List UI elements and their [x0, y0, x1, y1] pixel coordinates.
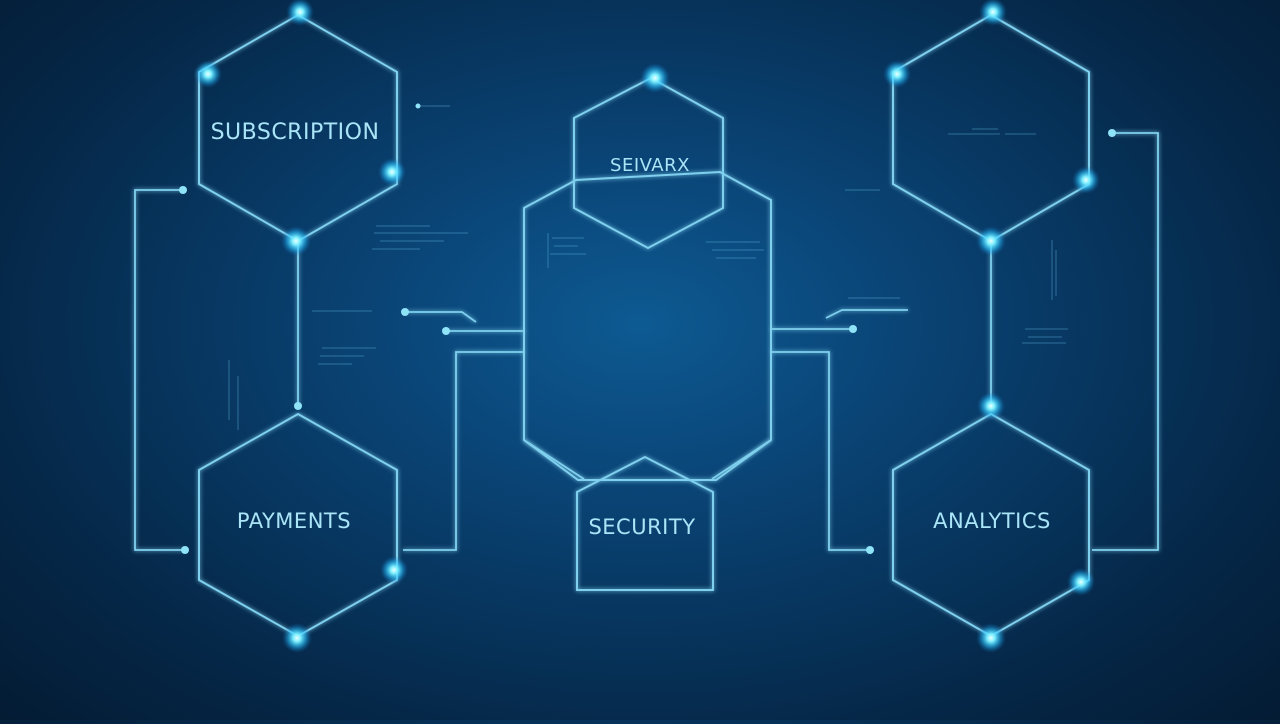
central-node-label: SEIVARX	[610, 155, 690, 176]
central-analytics-link	[771, 351, 870, 551]
subscription-label: SUBSCRIPTION	[211, 120, 380, 145]
payments-label: PAYMENTS	[237, 509, 351, 533]
glow-nodes	[194, 0, 1100, 653]
right-feed-line	[825, 309, 908, 319]
top-right-node[interactable]	[892, 13, 1090, 243]
decorative-dashes	[228, 105, 1068, 430]
security-label: SECURITY	[588, 515, 695, 539]
container-arrow-right	[711, 439, 772, 480]
analytics-label: ANALYTICS	[933, 509, 1051, 533]
container-arrow-left	[523, 439, 585, 480]
left-loop-connector	[134, 189, 185, 551]
security-node[interactable]	[576, 455, 714, 591]
connector-endpoints	[179, 103, 1116, 554]
central-container[interactable]	[523, 170, 772, 481]
left-feed-line	[405, 311, 477, 323]
right-loop-connector	[1092, 132, 1159, 551]
central-node[interactable]	[573, 76, 724, 250]
payments-central-link	[403, 351, 524, 551]
